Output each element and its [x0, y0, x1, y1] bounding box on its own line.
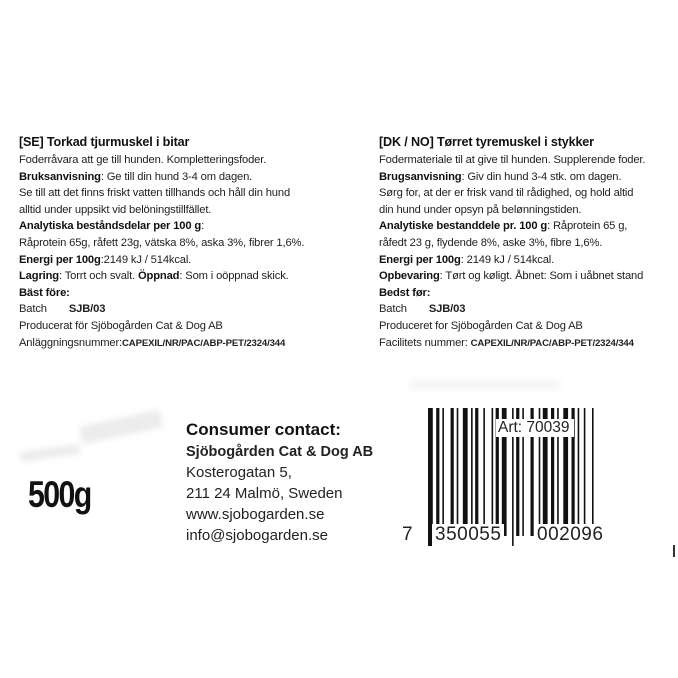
barcode-bar: [551, 408, 555, 536]
barcode-bar: [522, 408, 524, 536]
swedish-energy: Energi per 100g:2149 kJ / 514kcal.: [19, 253, 192, 266]
barcode: [428, 408, 594, 546]
barcode-bar: [501, 408, 507, 536]
swedish-storage: Lagring: Torrt och svalt. Öppnad: Som i …: [19, 270, 289, 283]
barcode-bar: [542, 408, 548, 536]
barcode-digits-left: 350055: [432, 524, 505, 546]
swedish-section: [SE] Torkad tjurmuskel i bitar Foderråva…: [19, 134, 339, 352]
danish-supervision-note: din hund under opsyn på belønningstiden.: [379, 203, 582, 216]
swedish-analysis-label: Analytiska beståndsdelar per 100 g:: [19, 220, 205, 233]
barcode-bar: [456, 408, 459, 536]
swedish-header: [SE] Torkad tjurmuskel i bitar: [19, 135, 190, 149]
edge-mark: [673, 545, 675, 557]
danish-producer: Produceret for Sjöbogården Cat & Dog AB: [379, 319, 583, 332]
barcode-bar: [428, 408, 433, 546]
net-weight: 500g: [28, 474, 92, 515]
danish-analysis-values: råfedt 23 g, flydende 8%, aske 3%, fibre…: [379, 236, 603, 249]
barcode-bar: [512, 408, 514, 546]
contact-city: 211 24 Malmö, Sweden: [186, 485, 343, 502]
barcode-bar: [495, 408, 499, 536]
contact-title: Consumer contact:: [186, 420, 341, 439]
barcode-bar: [475, 408, 479, 536]
danish-storage: Opbevaring: Tørt og køligt. Åbnet: Som i…: [379, 270, 644, 283]
barcode-bar: [592, 408, 594, 546]
barcode-bar: [530, 408, 534, 536]
danish-energy: Energi per 100g: 2149 kJ / 514kcal.: [379, 253, 555, 266]
barcode-bar: [491, 408, 494, 536]
danish-water-note: Sørg for, at der er frisk vand til rådig…: [379, 187, 634, 200]
consumer-contact: Consumer contact: Sjöbogården Cat & Dog …: [186, 418, 373, 546]
contact-email: info@sjobogarden.se: [186, 527, 328, 544]
swedish-facility: Anläggningsnummer:CAPEXIL/NR/PAC/ABP-PET…: [19, 336, 286, 349]
danish-usage: Brugsanvisning: Giv din hund 3-4 stk. om…: [379, 170, 622, 183]
contact-company: Sjöbogården Cat & Dog AB: [186, 444, 374, 460]
swedish-analysis-values: Råprotein 65g, råfett 23g, vätska 8%, as…: [19, 236, 305, 249]
barcode-digit-first: 7: [402, 524, 414, 546]
danish-analysis: Analytiske bestanddele pr. 100 g: Råprot…: [379, 220, 628, 233]
contact-street: Kosterogatan 5,: [186, 464, 292, 481]
barcode-bar: [483, 408, 485, 536]
danish-description: Fodermateriale til at give til hunden. S…: [379, 154, 646, 166]
danish-section: [DK / NO] Tørret tyremuskel i stykker Fo…: [379, 134, 671, 352]
barcode-bar: [442, 408, 444, 536]
danish-facility: Facilitets nummer: CAPEXIL/NR/PAC/ABP-PE…: [379, 336, 634, 349]
barcode-bar: [583, 408, 586, 536]
swedish-supervision-note: alltid under uppsikt vid belöningstillfä…: [19, 203, 212, 216]
swedish-usage: Bruksanvisning: Ge till din hund 3-4 om …: [19, 170, 253, 183]
article-number: Art: 70039: [496, 419, 574, 437]
barcode-bar: [436, 408, 440, 546]
barcode-bar: [516, 408, 520, 536]
print-smudge: [19, 443, 81, 463]
swedish-best-before: Bäst före:: [19, 286, 70, 299]
barcode-bar: [571, 408, 575, 536]
print-smudge: [79, 409, 163, 445]
contact-website: www.sjobogarden.se: [186, 506, 325, 523]
danish-best-before: Bedst før:: [379, 286, 431, 299]
barcode-digits-right: 002096: [534, 524, 607, 546]
barcode-bar: [577, 408, 580, 536]
barcode-bar: [538, 408, 541, 536]
swedish-water-note: Se till att det finns friskt vatten till…: [19, 187, 291, 200]
swedish-description: Foderråvara att ge till hunden. Komplett…: [19, 154, 267, 166]
barcode-bar: [557, 408, 559, 536]
barcode-bar: [563, 408, 569, 536]
barcode-bar: [450, 408, 454, 536]
barcode-bar: [462, 408, 468, 536]
danish-header: [DK / NO] Tørret tyremuskel i stykker: [379, 135, 594, 149]
swedish-producer: Producerat för Sjöbogården Cat & Dog AB: [19, 319, 223, 332]
print-smudge: [410, 380, 560, 390]
barcode-bar: [471, 408, 473, 536]
